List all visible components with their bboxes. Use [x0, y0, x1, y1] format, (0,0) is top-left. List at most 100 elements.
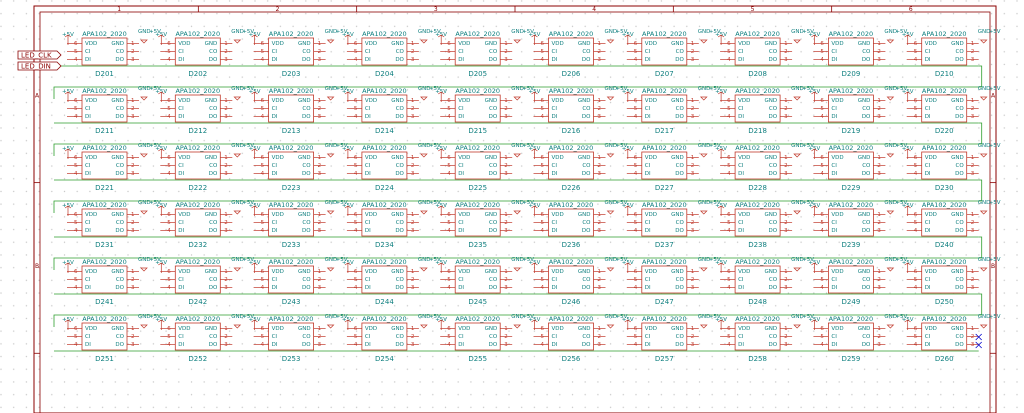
- pin-name: CI: [365, 220, 371, 226]
- pin-number: 2: [598, 49, 602, 55]
- ground-icon: [326, 96, 335, 101]
- pin-number: 1: [411, 155, 415, 161]
- pin-name: CO: [862, 334, 871, 340]
- ground-icon: [979, 153, 988, 158]
- led-apa102-symbol: +5V654APA102_2020VDDCIDIGNDCODO123GND+5V…: [622, 200, 721, 249]
- pin-number: 6: [167, 269, 171, 275]
- pin-name: GND: [858, 41, 871, 47]
- pin-number: 6: [447, 155, 451, 161]
- ground-icon: [233, 267, 242, 272]
- pin-number: 1: [318, 212, 322, 218]
- led-apa102-symbol: +5V654APA102_2020VDDCIDIGNDCODO123GND+5V…: [715, 257, 814, 306]
- designator-label: D260: [935, 355, 954, 363]
- led-apa102-symbol: +5V654APA102_2020VDDCIDIGNDCODO123GND+5V…: [715, 29, 814, 78]
- net-label-led-din[interactable]: LED_DIN: [17, 61, 62, 71]
- led-apa102-symbol: +5V654APA102_2020VDDCIDIGNDCODO123GND+5V…: [155, 200, 254, 249]
- led-apa102-symbol: +5V654APA102_2020VDDCIDIGNDCODO123GND+5V…: [529, 143, 628, 192]
- led-apa102-symbol: +5V654APA102_2020VDDCIDIGNDCODO123GND+5V…: [529, 29, 628, 78]
- pin-name: DI: [458, 285, 464, 291]
- pin-name: VDD: [85, 212, 97, 218]
- designator-label: D207: [655, 70, 674, 78]
- no-connect-icon: [975, 333, 982, 341]
- pin-number: 2: [691, 220, 695, 226]
- pin-name: CI: [178, 106, 184, 112]
- pin-name: CI: [738, 49, 744, 55]
- pin-number: 2: [411, 334, 415, 340]
- power-vcc-label: +5V: [429, 143, 441, 149]
- pin-number: 1: [411, 98, 415, 104]
- pin-number: 3: [598, 171, 602, 177]
- part-value-label: APA102_2020: [455, 144, 500, 152]
- pin-number: 1: [411, 212, 415, 218]
- led-apa102-symbol: +5V654APA102_2020VDDCIDIGNDCODO123GND+5V…: [902, 86, 1001, 135]
- pin-number: 3: [318, 342, 322, 348]
- power-vcc-label: +5V: [989, 314, 1001, 320]
- pin-name: DO: [395, 171, 404, 177]
- pin-name: CO: [302, 334, 311, 340]
- power-vcc-label: +5V: [989, 86, 1001, 92]
- pin-number: 1: [971, 155, 975, 161]
- symbol-body: [361, 265, 408, 294]
- pin-number: 1: [784, 98, 788, 104]
- ground-icon: [513, 324, 522, 329]
- led-apa102-symbol: +5V654APA102_2020VDDCIDIGNDCODO123GND+5V…: [342, 314, 441, 363]
- frame-column-label: 2: [276, 6, 280, 13]
- power-gnd-label: GND: [698, 314, 711, 320]
- pin-number: 4: [634, 342, 638, 348]
- pin-number: 4: [354, 285, 358, 291]
- pin-number: 6: [354, 326, 358, 332]
- pin-number: 3: [318, 114, 322, 120]
- pin-name: VDD: [365, 326, 377, 332]
- pin-name: DO: [209, 114, 218, 120]
- pin-name: GND: [671, 155, 684, 161]
- pin-number: 6: [914, 41, 918, 47]
- pin-name: CI: [178, 334, 184, 340]
- pin-number: 4: [74, 57, 78, 63]
- ground-icon: [326, 210, 335, 215]
- pin-number: 3: [784, 285, 788, 291]
- symbol-body: [174, 94, 221, 123]
- pin-number: 6: [820, 41, 824, 47]
- pin-number: 6: [447, 269, 451, 275]
- pin-name: VDD: [458, 98, 470, 104]
- part-value-label: APA102_2020: [82, 144, 127, 152]
- pin-number: 2: [971, 49, 975, 55]
- pin-name: CO: [862, 277, 871, 283]
- pin-number: 3: [224, 342, 228, 348]
- pin-name: CO: [489, 277, 498, 283]
- part-value-label: APA102_2020: [82, 30, 127, 38]
- symbol-body: [268, 322, 315, 351]
- pin-number: 3: [971, 114, 975, 120]
- power-vcc-label: +5V: [149, 314, 161, 320]
- pin-number: 6: [634, 155, 638, 161]
- symbol-body: [268, 94, 315, 123]
- pin-number: 1: [224, 269, 228, 275]
- led-apa102-symbol: +5V654APA102_2020VDDCIDIGNDCODO123GND+5V…: [435, 86, 534, 135]
- pin-number: 5: [820, 163, 824, 169]
- pin-number: 1: [224, 326, 228, 332]
- symbol-body: [641, 265, 688, 294]
- net-label-led-clk[interactable]: LED_CLK: [17, 50, 62, 60]
- pin-number: 2: [318, 106, 322, 112]
- pin-name: VDD: [738, 155, 750, 161]
- wire-row-return: [53, 122, 983, 156]
- pin-name: DI: [738, 114, 744, 120]
- pin-name: CI: [365, 163, 371, 169]
- pin-number: 3: [784, 57, 788, 63]
- symbol-body: [734, 265, 781, 294]
- power-vcc-label: +5V: [989, 257, 1001, 263]
- part-value-label: APA102_2020: [82, 258, 127, 266]
- pin-name: VDD: [272, 155, 284, 161]
- part-value-label: APA102_2020: [549, 201, 594, 209]
- pin-name: CI: [85, 106, 91, 112]
- pin-name: CO: [676, 334, 685, 340]
- pin-number: 5: [541, 220, 545, 226]
- pin-name: DO: [955, 171, 964, 177]
- ground-icon: [513, 39, 522, 44]
- pin-name: GND: [764, 269, 777, 275]
- ground-icon: [699, 96, 708, 101]
- pin-name: GND: [298, 212, 311, 218]
- pin-name: DI: [458, 57, 464, 63]
- pin-number: 4: [727, 285, 731, 291]
- frame-column-label: 4: [592, 6, 596, 13]
